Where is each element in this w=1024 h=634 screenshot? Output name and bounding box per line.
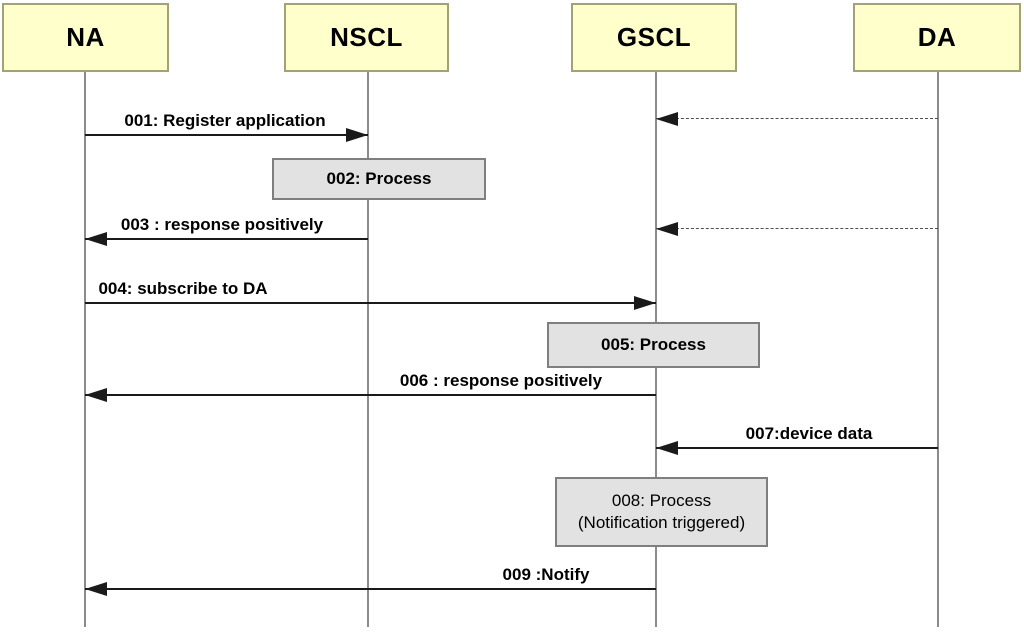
msg-007-line bbox=[656, 447, 938, 449]
msg-003-label: 003 : response positively bbox=[120, 215, 324, 234]
msg-009-line bbox=[85, 588, 656, 590]
msg-003-arrowhead-icon bbox=[85, 232, 107, 246]
lifeline-na bbox=[84, 72, 86, 627]
process-008: 008: Process (Notification triggered) bbox=[555, 477, 768, 547]
actor-gscl: GSCL bbox=[571, 3, 737, 72]
dashed-da-to-gscl-1-arrowhead-icon bbox=[656, 112, 678, 126]
actor-nscl: NSCL bbox=[284, 3, 449, 72]
msg-003-line bbox=[85, 238, 368, 240]
process-005: 005: Process bbox=[547, 322, 760, 368]
dashed-da-to-gscl-2-arrowhead-icon bbox=[656, 222, 678, 236]
lifeline-nscl bbox=[367, 72, 369, 627]
process-008-label-line: 008: Process bbox=[611, 491, 712, 510]
process-002: 002: Process bbox=[272, 158, 486, 200]
dashed-da-to-gscl-2-line bbox=[656, 228, 938, 229]
actor-label: DA bbox=[917, 22, 957, 52]
msg-006-line bbox=[85, 394, 656, 396]
msg-009-label: 009 :Notify bbox=[502, 565, 590, 584]
msg-001-arrowhead-icon bbox=[346, 128, 368, 142]
dashed-da-to-gscl-1-line bbox=[656, 118, 938, 119]
msg-006-arrowhead-icon bbox=[85, 388, 107, 402]
msg-006-label: 006 : response positively bbox=[399, 371, 603, 390]
msg-004-arrowhead-icon bbox=[634, 296, 656, 310]
actor-label: NSCL bbox=[330, 22, 403, 52]
msg-007-arrowhead-icon bbox=[656, 441, 678, 455]
msg-009-arrowhead-icon bbox=[85, 582, 107, 596]
actor-label: NA bbox=[66, 22, 105, 52]
process-008-label-line: (Notification triggered) bbox=[577, 513, 746, 532]
process-005-label-line: 005: Process bbox=[601, 335, 706, 354]
lifeline-da bbox=[937, 72, 939, 627]
msg-001-label: 001: Register application bbox=[124, 111, 326, 130]
msg-007-label: 007:device data bbox=[745, 424, 873, 443]
msg-001-line bbox=[85, 134, 368, 136]
actor-da: DA bbox=[853, 3, 1021, 72]
actor-label: GSCL bbox=[616, 22, 692, 52]
process-002-label-line: 002: Process bbox=[326, 169, 432, 188]
msg-004-label: 004: subscribe to DA bbox=[98, 279, 268, 298]
msg-004-line bbox=[85, 302, 656, 304]
actor-na: NA bbox=[2, 3, 169, 72]
